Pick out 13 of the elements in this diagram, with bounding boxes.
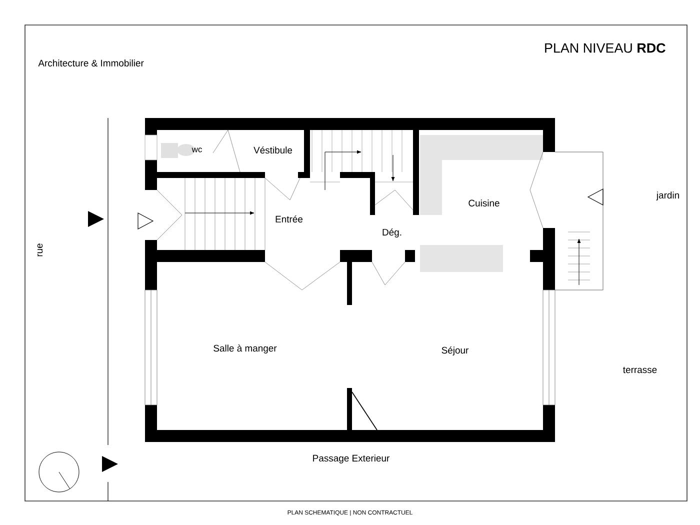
room-label: wc	[192, 148, 202, 152]
area-label: rue	[37, 244, 43, 256]
area-label: jardin	[656, 192, 679, 200]
room-label: Séjour	[442, 346, 469, 356]
tagline: Architecture & Immobilier	[38, 60, 144, 66]
room-label: Dég.	[382, 228, 402, 238]
room-label: Salle à manger	[214, 344, 277, 354]
area-label: terrasse	[623, 366, 657, 374]
room-label: Cuisine	[468, 200, 500, 206]
room-label: Entrée	[276, 215, 303, 223]
page-title: PLAN NIVEAU RDC	[545, 43, 666, 53]
area-label: Passage Exterieur	[313, 454, 390, 464]
room-label: Véstibule	[254, 146, 292, 154]
